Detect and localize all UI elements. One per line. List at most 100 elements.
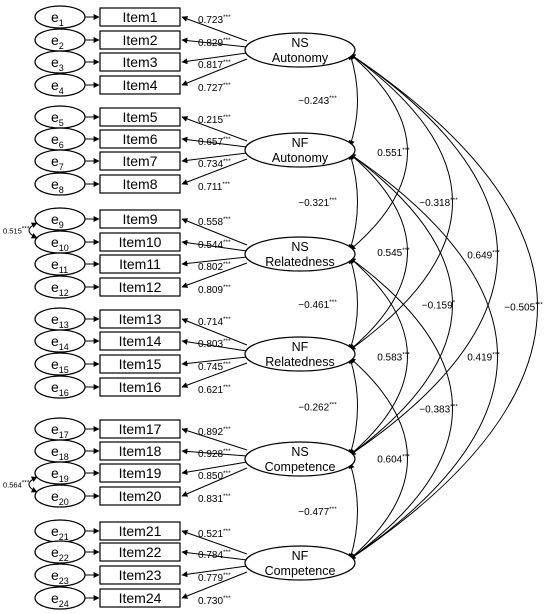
loading-coefficient: 0.711*** bbox=[198, 181, 230, 193]
error-term-subscript: 2 bbox=[59, 41, 64, 51]
significance-stars: *** bbox=[22, 226, 30, 233]
error-term-subscript: 22 bbox=[59, 553, 69, 563]
item-label: Item20 bbox=[119, 488, 162, 504]
latent-correlation: 0.604*** bbox=[349, 357, 410, 560]
error-term-subscript: 5 bbox=[59, 118, 64, 128]
correlation-value: −0.321 bbox=[298, 198, 329, 209]
loading-value: 0.714 bbox=[198, 317, 223, 328]
loading-value: 0.809 bbox=[198, 285, 223, 296]
error-term-subscript: 24 bbox=[59, 599, 69, 609]
latent-factor-name-line2: Relatedness bbox=[265, 355, 335, 369]
correlation-curve bbox=[349, 257, 453, 560]
error-term-subscript: 15 bbox=[59, 365, 69, 375]
latent-factor-name-line2: Relatedness bbox=[265, 255, 335, 269]
item-box bbox=[99, 174, 181, 194]
error-term-letter: e bbox=[51, 544, 59, 560]
error-term-subscript: 21 bbox=[59, 532, 69, 542]
loading-coefficient: 0.657*** bbox=[198, 136, 231, 148]
error-term-letter: e bbox=[51, 54, 59, 70]
item-label: Item8 bbox=[122, 176, 157, 192]
item-label: Item10 bbox=[119, 234, 162, 250]
error-covariance-coefficient: 0.564*** bbox=[3, 480, 30, 490]
loading-coefficient: 0.745*** bbox=[198, 361, 231, 373]
error-term-subscript: 11 bbox=[59, 265, 68, 275]
loading-coefficient: 0.544*** bbox=[198, 239, 231, 251]
significance-stars: *** bbox=[223, 114, 231, 121]
significance-stars: *** bbox=[223, 528, 231, 535]
item-box bbox=[99, 209, 181, 229]
correlation-coefficient: 0.583*** bbox=[377, 352, 410, 364]
loading-value: 0.850 bbox=[198, 471, 223, 482]
latent-correlation: 0.419*** bbox=[349, 153, 500, 560]
item-label: Item24 bbox=[119, 590, 162, 606]
significance-stars: *** bbox=[223, 549, 231, 556]
latent-factor-name-line1: NF bbox=[292, 136, 309, 150]
error-term-letter: e bbox=[51, 176, 59, 192]
loading-value: 0.802 bbox=[198, 262, 223, 273]
error-term-letter: e bbox=[51, 421, 59, 437]
error-term-subscript: 19 bbox=[59, 474, 69, 484]
latent-factor-name-line1: NS bbox=[291, 240, 308, 254]
significance-stars: *** bbox=[223, 384, 231, 391]
error-term-letter: e bbox=[51, 590, 59, 606]
significance-stars: *** bbox=[223, 14, 231, 21]
loading-coefficient: 0.730*** bbox=[198, 595, 231, 607]
loading-arrow bbox=[181, 239, 248, 252]
correlation-coefficient: 0.545*** bbox=[377, 247, 410, 259]
loading-value: 0.544 bbox=[198, 240, 223, 251]
error-term-letter: e bbox=[51, 279, 59, 295]
significance-stars: *** bbox=[223, 216, 231, 223]
item-label: Item22 bbox=[119, 544, 162, 560]
latent-factor-ellipse bbox=[244, 441, 356, 477]
latent-factor-ellipse bbox=[244, 236, 356, 272]
latent-correlation: −0.477*** bbox=[298, 462, 358, 560]
loading-arrow bbox=[181, 158, 248, 185]
loading-arrow bbox=[181, 529, 248, 555]
loading-value: 0.727 bbox=[198, 83, 223, 94]
error-term-letter: e bbox=[51, 311, 59, 327]
correlation-coefficient: 0.604*** bbox=[377, 454, 410, 466]
item-label: Item4 bbox=[122, 77, 157, 93]
error-term-letter: e bbox=[51, 567, 59, 583]
correlation-value: −0.159 bbox=[422, 301, 453, 312]
significance-stars: *** bbox=[223, 136, 231, 143]
item-box bbox=[99, 277, 181, 297]
latent-correlation: −0.262*** bbox=[298, 357, 358, 456]
loading-arrow bbox=[181, 152, 248, 164]
item-label: Item15 bbox=[119, 356, 162, 372]
item-label: Item5 bbox=[122, 109, 157, 125]
latent-correlation: −0.461*** bbox=[298, 257, 358, 351]
loading-coefficient: 0.802*** bbox=[198, 261, 231, 273]
item-label: Item14 bbox=[119, 333, 162, 349]
loading-coefficient: 0.928*** bbox=[198, 448, 231, 460]
latent-factor-name-line1: NS bbox=[291, 36, 308, 50]
latent-factors: NSAutonomyNFAutonomyNSRelatednessNFRelat… bbox=[244, 32, 356, 581]
loading-arrow bbox=[181, 136, 248, 148]
error-term-letter: e bbox=[51, 379, 59, 395]
correlation-coefficient: 0.551*** bbox=[377, 147, 410, 159]
significance-stars: *** bbox=[223, 572, 231, 579]
latent-correlation: −0.505*** bbox=[349, 53, 543, 560]
latent-correlations: −0.243***−0.321***−0.461***−0.262***−0.4… bbox=[298, 53, 543, 560]
loading-coefficient: 0.829*** bbox=[198, 37, 231, 49]
error-term-subscript: 12 bbox=[59, 288, 69, 298]
error-term-label: e10 bbox=[51, 234, 69, 253]
item-label: Item11 bbox=[119, 256, 161, 272]
latent-correlation: −0.159* bbox=[349, 153, 456, 456]
correlation-coefficient: 0.419*** bbox=[467, 352, 500, 364]
correlation-coefficient: −0.243*** bbox=[298, 95, 337, 107]
significance-stars: *** bbox=[223, 493, 231, 500]
item-box bbox=[99, 542, 181, 562]
latent-factor-ellipse bbox=[244, 336, 356, 372]
item-box bbox=[99, 588, 181, 608]
loading-value: 0.829 bbox=[198, 38, 223, 49]
